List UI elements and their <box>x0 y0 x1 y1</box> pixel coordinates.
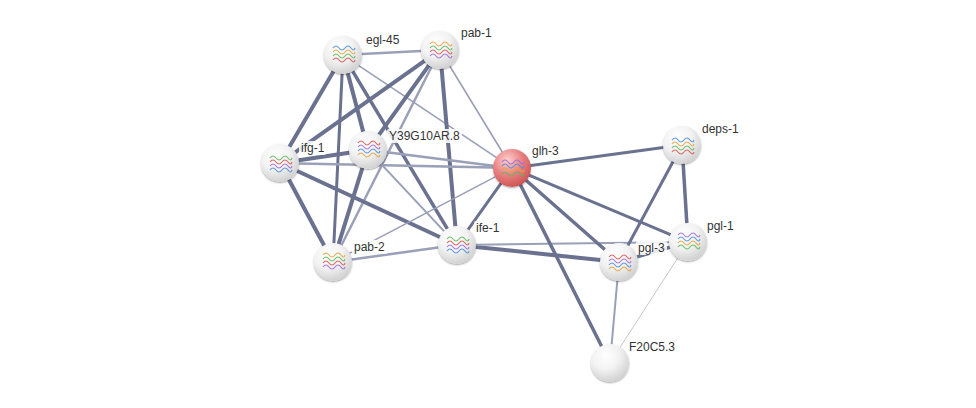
protein-label: Y39G10AR.8 <box>387 129 462 143</box>
interaction-edge <box>379 65 429 134</box>
protein-label: pab-2 <box>352 240 387 254</box>
protein-node: pab-1 <box>421 31 459 69</box>
protein-sphere <box>493 149 531 187</box>
interaction-edge <box>339 168 363 244</box>
protein-structure-icon <box>591 344 629 382</box>
protein-structure-icon <box>669 223 707 261</box>
interaction-edge <box>442 69 456 226</box>
interaction-edge <box>334 74 342 243</box>
protein-node: pgl-3 <box>600 243 638 281</box>
interaction-edge <box>387 152 493 165</box>
protein-label: F20C5.3 <box>627 340 677 354</box>
protein-sphere <box>669 223 707 261</box>
protein-sphere <box>663 126 701 164</box>
protein-structure-icon <box>600 243 638 281</box>
protein-sphere <box>591 344 629 382</box>
interaction-edge <box>521 185 602 346</box>
protein-structure-icon <box>349 131 387 169</box>
protein-label: egl-45 <box>364 33 401 47</box>
protein-label: ifg-1 <box>299 141 326 155</box>
protein-node: F20C5.3 <box>591 344 629 382</box>
protein-label: pgl-3 <box>636 241 667 255</box>
protein-node: pgl-1 <box>669 223 707 261</box>
protein-label: pab-1 <box>459 26 494 40</box>
interaction-edge <box>289 180 324 245</box>
protein-structure-icon <box>493 149 531 187</box>
protein-node: pab-2 <box>314 243 352 281</box>
protein-structure-icon <box>663 126 701 164</box>
interaction-edge <box>683 164 687 223</box>
interaction-edge <box>476 247 600 260</box>
protein-label: deps-1 <box>700 122 741 136</box>
protein-structure-icon <box>421 31 459 69</box>
protein-node: Y39G10AR.8 <box>349 131 387 169</box>
interaction-edge <box>290 71 334 146</box>
protein-structure-icon <box>438 226 476 264</box>
protein-node: ifg-1 <box>261 144 299 182</box>
protein-label: pgl-1 <box>705 219 736 233</box>
protein-node: egl-45 <box>324 36 362 74</box>
interaction-edge <box>628 162 673 246</box>
interaction-edge <box>362 51 421 54</box>
protein-structure-icon <box>261 144 299 182</box>
protein-sphere <box>314 243 352 281</box>
protein-sphere <box>421 31 459 69</box>
interaction-edge <box>359 66 496 158</box>
interaction-edge <box>612 281 618 344</box>
interaction-edge <box>299 163 493 167</box>
protein-label: ife-1 <box>474 221 501 235</box>
protein-sphere <box>438 226 476 264</box>
protein-node: ife-1 <box>438 226 476 264</box>
protein-sphere <box>324 36 362 74</box>
protein-sphere <box>261 144 299 182</box>
protein-node: deps-1 <box>663 126 701 164</box>
protein-sphere <box>600 243 638 281</box>
protein-structure-icon <box>324 36 362 74</box>
protein-sphere <box>349 131 387 169</box>
protein-label: glh-3 <box>530 144 561 158</box>
protein-structure-icon <box>314 243 352 281</box>
protein-node: glh-3 <box>493 149 531 187</box>
